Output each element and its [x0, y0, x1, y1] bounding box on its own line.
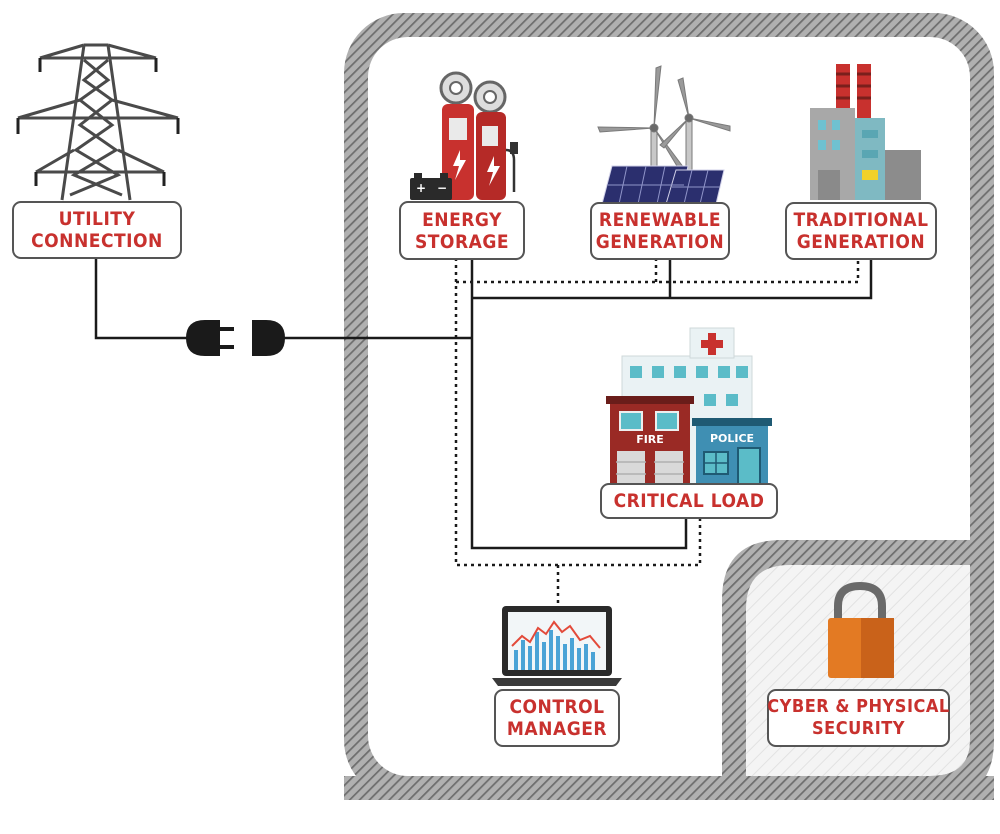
critical-load-label: CRITICAL LOAD [600, 483, 778, 519]
storage-label-line-2: STORAGE [414, 230, 510, 253]
renewable-label-line-1: RENEWABLE [598, 209, 722, 231]
plug-icon [186, 320, 234, 356]
security-label-line-2: SECURITY [811, 718, 906, 739]
traditional-label-line-1: TRADITIONAL [793, 209, 929, 231]
police-station-icon: POLICE [692, 418, 772, 487]
factory-icon [810, 64, 921, 200]
wind-turbine-icon [597, 65, 731, 174]
fire-sign: FIRE [636, 433, 664, 446]
svg-text:+: + [416, 181, 426, 195]
police-sign: POLICE [710, 432, 754, 445]
battery-icon: + − [410, 173, 452, 200]
laptop-chart-icon [492, 606, 622, 686]
utility-label-line-2: CONNECTION [31, 230, 163, 252]
communication-lines [454, 258, 860, 604]
utility-label-line-1: UTILITY [58, 208, 136, 230]
svg-text:−: − [437, 181, 447, 195]
traditional-generation-label: TRADITIONAL GENERATION [785, 202, 937, 260]
utility-connection-label: UTILITY CONNECTION [12, 201, 182, 259]
control-manager-label: CONTROL MANAGER [494, 689, 620, 747]
traditional-label-line-2: GENERATION [796, 231, 926, 253]
control-label-line-1: CONTROL [509, 696, 605, 718]
control-label-line-2: MANAGER [506, 718, 608, 740]
socket-icon [252, 320, 285, 356]
renewable-label-line-2: GENERATION [595, 231, 725, 253]
storage-label-line-1: ENERGY [422, 208, 502, 231]
padlock-icon [828, 581, 894, 678]
fuel-pump-icon [439, 71, 518, 200]
power-bus-lines [94, 258, 873, 550]
security-label-line-1: CYBER & PHYSICAL [767, 696, 950, 717]
energy-storage-label: ENERGY STORAGE [399, 201, 525, 260]
renewable-generation-label: RENEWABLE GENERATION [590, 202, 730, 260]
solar-panel-icon [601, 165, 725, 205]
fire-station-icon: FIRE [606, 396, 694, 487]
critical-label-line-1: CRITICAL LOAD [613, 490, 765, 512]
cyber-physical-security-label: CYBER & PHYSICAL SECURITY [767, 689, 950, 747]
transmission-tower-icon [16, 43, 180, 201]
